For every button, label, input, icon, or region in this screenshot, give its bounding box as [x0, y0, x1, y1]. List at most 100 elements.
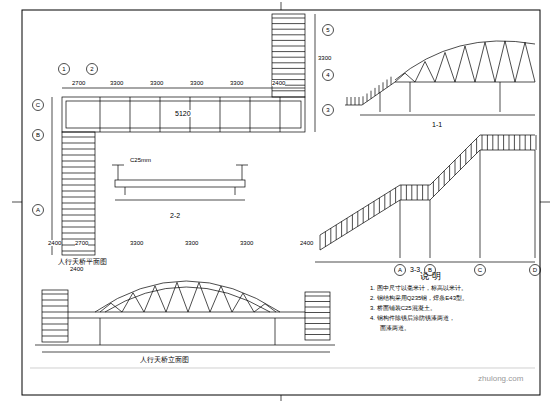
stroke	[305, 323, 330, 324]
stroke	[530, 135, 531, 150]
note-text: 2. 钢结构采用Q235钢，焊条E43型。	[370, 295, 468, 301]
stroke	[375, 88, 376, 96]
stroke	[351, 97, 352, 105]
stair-section	[315, 135, 536, 262]
stroke	[359, 97, 360, 105]
grid-bubble	[87, 64, 98, 75]
stroke	[305, 334, 330, 335]
stroke	[62, 173, 95, 174]
stroke	[406, 185, 407, 200]
stroke	[42, 312, 68, 313]
stroke	[272, 62, 305, 63]
stroke	[62, 215, 95, 216]
stroke	[305, 329, 330, 330]
stroke	[130, 97, 131, 132]
dimension-text: C25mm	[130, 157, 151, 163]
stroke	[199, 282, 210, 312]
stroke	[368, 205, 369, 220]
dimension-text: 2400	[48, 240, 61, 246]
stroke	[455, 46, 465, 82]
center-tick	[281, 395, 282, 401]
stroke	[62, 185, 95, 186]
note-text: 面漆两道。	[380, 325, 410, 331]
dimension-text: 2700	[72, 80, 85, 86]
stroke	[62, 167, 95, 168]
stroke	[417, 185, 418, 200]
stroke	[232, 293, 243, 312]
stroke	[272, 51, 305, 52]
stroke	[367, 94, 368, 102]
stroke	[221, 286, 232, 312]
stroke	[363, 208, 364, 223]
center-tick	[540, 202, 550, 203]
stroke	[465, 46, 475, 82]
grid-bubble	[33, 130, 44, 141]
stroke	[272, 57, 305, 58]
stroke	[62, 149, 95, 150]
stroke	[460, 155, 461, 170]
stroke	[363, 96, 364, 104]
stroke	[272, 90, 305, 91]
dimension-text: 2400	[272, 80, 285, 86]
dimension-text: 2400	[70, 266, 83, 272]
grid-bubble	[33, 100, 44, 111]
stroke	[305, 301, 330, 302]
center-tick	[281, 2, 282, 10]
stroke	[272, 40, 305, 41]
stroke	[62, 233, 95, 234]
stroke	[62, 203, 95, 204]
grid-axis-label: 2	[90, 66, 93, 72]
stroke	[133, 293, 144, 312]
dimension-text: 3300	[230, 80, 243, 86]
grid-bubble	[33, 205, 44, 216]
stroke	[210, 286, 221, 312]
stroke	[62, 161, 95, 162]
note-text: 人行天桥平面图	[58, 258, 107, 265]
stroke	[122, 293, 133, 312]
note-text: 1. 图中尺寸以毫米计，标高以米计。	[370, 285, 467, 291]
stroke	[471, 144, 472, 159]
stroke	[336, 225, 337, 240]
stroke	[144, 286, 155, 312]
stroke	[62, 137, 95, 138]
stroke	[498, 135, 499, 150]
stroke	[390, 191, 391, 206]
stroke	[519, 135, 520, 150]
stroke	[536, 135, 537, 150]
grid-axis-label: C	[478, 267, 482, 273]
stroke	[415, 62, 425, 82]
stroke	[476, 138, 477, 153]
stroke	[305, 318, 330, 319]
stroke	[509, 135, 510, 150]
stroke	[455, 160, 456, 175]
grid-bubbles	[33, 25, 541, 276]
stroke	[100, 97, 101, 132]
grid-axis-label: C	[36, 102, 40, 108]
stroke	[62, 155, 95, 156]
grid-axis-label: D	[533, 267, 537, 273]
stroke	[428, 185, 429, 200]
stroke	[383, 82, 384, 90]
grid-bubble	[475, 265, 486, 276]
stroke	[42, 294, 68, 295]
grid-bubble	[395, 265, 406, 276]
stroke	[62, 221, 95, 222]
stroke	[503, 135, 504, 150]
note-text: 3. 桥面铺装C25混凝土。	[370, 305, 436, 311]
stroke	[62, 191, 95, 192]
stroke	[272, 34, 305, 35]
stroke	[305, 312, 330, 313]
stroke	[220, 97, 221, 132]
stroke	[254, 304, 265, 312]
drawing-frame	[22, 10, 540, 395]
stroke	[272, 68, 305, 69]
stroke	[425, 62, 435, 82]
stroke	[485, 42, 495, 82]
stroke	[395, 188, 396, 203]
dimension-text: 3300	[150, 80, 163, 86]
stroke	[243, 293, 254, 312]
stroke	[525, 135, 526, 150]
stroke	[42, 318, 68, 319]
stroke	[525, 42, 535, 82]
stroke	[505, 41, 515, 82]
